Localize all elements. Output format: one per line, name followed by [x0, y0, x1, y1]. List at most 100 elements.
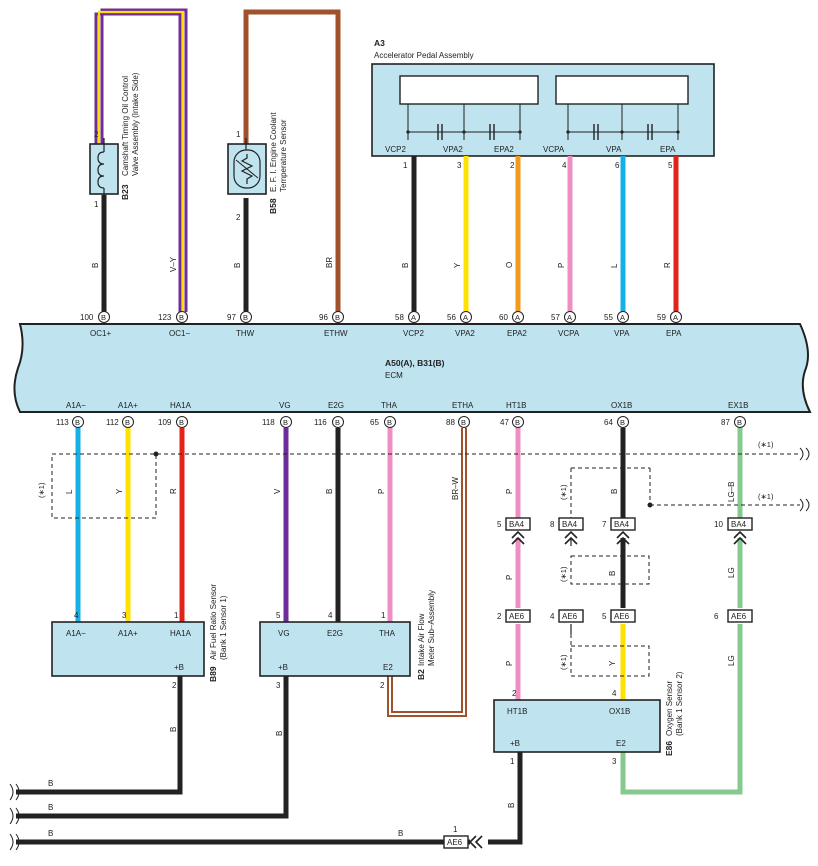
wire-label-vcpa: P [557, 263, 566, 268]
wire-label-p-low: P [505, 661, 514, 666]
shield-ref-2: (∗1) [758, 440, 774, 449]
svg-text:88: 88 [446, 418, 455, 427]
svg-text:EX1B: EX1B [728, 401, 748, 410]
o2-term-ht1b: HT1B [507, 707, 527, 716]
wire-label-b-3: B [48, 829, 53, 838]
accel-pedal-terminals: VCP2 VPA2 EPA2 VCPA VPA EPA [385, 145, 676, 154]
o2-sensor-labels: 2 4 HT1B OX1B +B E2 1 3 [507, 689, 630, 766]
af-term-plus-b: +B [174, 663, 184, 672]
svg-text:64: 64 [604, 418, 613, 427]
o2-pin-2: 2 [512, 689, 517, 698]
svg-text:A: A [515, 313, 520, 322]
shield-ref-6: (∗1) [559, 654, 568, 670]
wire-label-b-4: B [398, 829, 403, 838]
accel-pin-6: 6 [615, 161, 620, 170]
accel-pin-3: 3 [457, 161, 462, 170]
accel-term-epa2: EPA2 [494, 145, 514, 154]
svg-text:BA4: BA4 [562, 520, 578, 529]
svg-text:58: 58 [395, 313, 404, 322]
o2-term-ox1b: OX1B [609, 707, 630, 716]
svg-text:B: B [243, 313, 248, 322]
cam-valve-wiring [94, 8, 188, 312]
maf-name-2: Meter Sub–Assembly [427, 590, 436, 666]
af-sensor-name-1: Air Fuel Ratio Sensor [209, 584, 218, 660]
svg-text:B: B [387, 418, 392, 427]
wire-label-epa2: O [505, 262, 514, 268]
svg-text:59: 59 [657, 313, 666, 322]
svg-text:B: B [283, 418, 288, 427]
ecm-code: A50(A), B31(B) [385, 358, 445, 368]
maf-component [259, 621, 411, 677]
svg-text:A: A [567, 313, 572, 322]
af-sensor-name-2: (Bank 1 Sensor 1) [219, 595, 228, 660]
o2-sensor-code: E86 [664, 741, 674, 756]
o2-pin-1: 1 [510, 757, 515, 766]
svg-text:56: 56 [447, 313, 456, 322]
svg-text:VCP2: VCP2 [403, 329, 424, 338]
svg-text:97: 97 [227, 313, 236, 322]
svg-text:VCPA: VCPA [558, 329, 580, 338]
svg-text:AE6: AE6 [562, 612, 578, 621]
accel-pedal-name: Accelerator Pedal Assembly [374, 51, 474, 60]
ecm-top-wire-labels: B V–Y B BR B Y O P L R [91, 256, 672, 272]
wire-label-vg: V [273, 488, 282, 494]
svg-text:B: B [515, 418, 520, 427]
svg-text:BA4: BA4 [509, 520, 525, 529]
wire-label-b-2: B [48, 803, 53, 812]
svg-text:AE6: AE6 [731, 612, 747, 621]
maf-pin-5: 5 [276, 611, 281, 620]
shield-dashed-lines [51, 447, 810, 677]
svg-text:A1A−: A1A− [66, 401, 86, 410]
o2-term-plus-b: +B [510, 739, 520, 748]
svg-text:96: 96 [319, 313, 328, 322]
accel-pin-2: 2 [510, 161, 515, 170]
bottom-power-wiring [9, 676, 523, 851]
svg-text:AE6: AE6 [614, 612, 630, 621]
wire-label-b-mid: B [608, 571, 617, 576]
accel-pedal-code: A3 [374, 38, 385, 48]
maf-labels: 5 4 1 VG E2G THA +B E2 3 2 [276, 611, 396, 690]
svg-text:57: 57 [551, 313, 560, 322]
svg-text:B: B [461, 418, 466, 427]
svg-text:7: 7 [602, 520, 607, 529]
svg-text:THW: THW [236, 329, 255, 338]
accel-pin-1: 1 [403, 161, 408, 170]
wire-label-ethw: BR [325, 257, 334, 268]
svg-text:EPA2: EPA2 [507, 329, 527, 338]
af-pin-1: 1 [174, 611, 179, 620]
shield-ref-4: (∗1) [559, 484, 568, 500]
o2-pin-3: 3 [612, 757, 617, 766]
accel-pin-4: 4 [562, 161, 567, 170]
accel-term-vpa2: VPA2 [443, 145, 463, 154]
af-term-ha1a: HA1A [170, 629, 192, 638]
maf-term-tha: THA [379, 629, 396, 638]
svg-text:VPA2: VPA2 [455, 329, 475, 338]
maf-term-e2: E2 [383, 663, 393, 672]
maf-pin-1: 1 [381, 611, 386, 620]
accel-term-vpa: VPA [606, 145, 622, 154]
coolant-sensor-name-2: Temperature Sensor [279, 119, 288, 192]
wire-label-vpa2: Y [453, 262, 462, 268]
wire-label-thw: B [233, 263, 242, 268]
af-pin-3: 3 [122, 611, 127, 620]
svg-text:EPA: EPA [666, 329, 682, 338]
maf-pin-3: 3 [276, 681, 281, 690]
coolant-sensor-component [227, 138, 267, 195]
svg-text:VG: VG [279, 401, 291, 410]
